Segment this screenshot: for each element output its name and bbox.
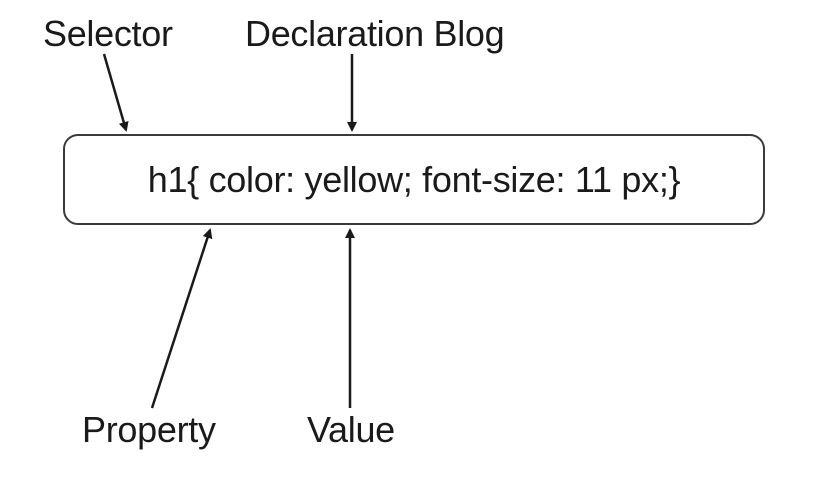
selector-label: Selector bbox=[43, 13, 173, 54]
property-arrow bbox=[150, 228, 213, 409]
declaration-block-label: Declaration Blog bbox=[245, 13, 505, 54]
property-label: Property bbox=[82, 409, 216, 450]
selector-arrow bbox=[102, 53, 129, 132]
value-label: Value bbox=[307, 409, 395, 450]
css-rule-box: h1{ color: yellow; font-size: 11 px;} bbox=[63, 134, 765, 225]
css-rule-text: h1{ color: yellow; font-size: 11 px;} bbox=[147, 158, 681, 200]
